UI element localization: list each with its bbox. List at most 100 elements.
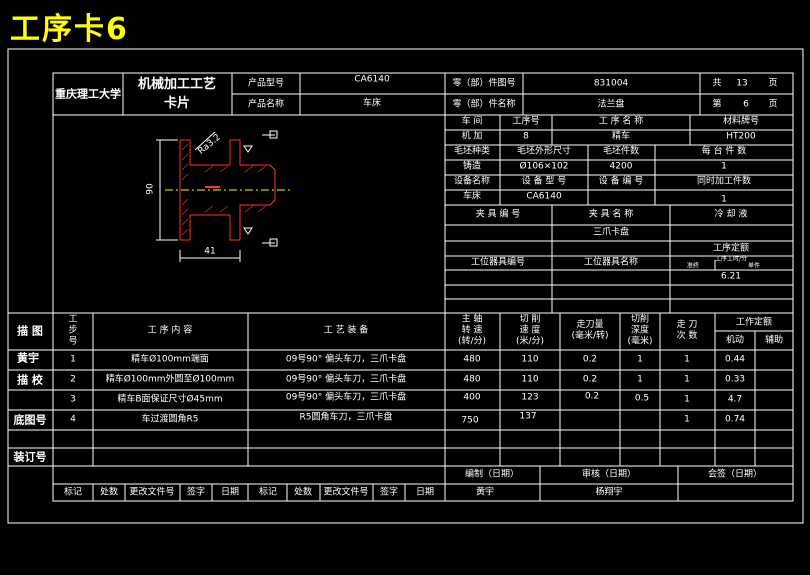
- equip-model-label: 设 备 型 号: [521, 176, 567, 187]
- fixture-name: 三爪卡盘: [592, 227, 630, 238]
- footer-col: 签字: [186, 487, 206, 498]
- fixture-name-label: 夹 具 名 称: [588, 209, 634, 220]
- row-speed: 400: [463, 392, 481, 403]
- part-name-label: 零（部）件名称: [452, 99, 516, 110]
- workshop-label: 车 间: [461, 116, 483, 127]
- flange-drawing: [156, 130, 290, 262]
- card-title: 工序卡6: [10, 12, 129, 47]
- proc-name-label: 工 序 名 称: [598, 116, 644, 127]
- equip-name: 车床: [462, 191, 482, 202]
- simul-count: 1: [721, 194, 727, 205]
- product-name-label: 产品名称: [247, 99, 285, 110]
- material-label: 材料牌号: [722, 116, 760, 127]
- row-speed: 480: [463, 354, 481, 365]
- blank-type: 铸造: [462, 161, 482, 172]
- row-feed: 0.2: [582, 354, 598, 365]
- page-label: 第: [712, 99, 722, 110]
- row-content: 精车B面保证尺寸Ø45mm: [117, 394, 223, 405]
- proc-name: 精车: [611, 131, 631, 142]
- compiler: 黄宇: [475, 487, 495, 498]
- row-machine: 4.7: [727, 394, 743, 405]
- row-equip: 09号90° 偏头车刀，三爪卡盘: [285, 354, 407, 365]
- proc-no: 8: [523, 131, 529, 142]
- row-depth: 1: [637, 374, 643, 385]
- row-feed: 0.2: [582, 374, 598, 385]
- row-cut: 110: [521, 374, 539, 385]
- per-piece-label: 每 台 件 数: [701, 146, 747, 157]
- blank-size: Ø106×102: [519, 161, 569, 172]
- row-machine: 0.74: [724, 414, 746, 425]
- row-step: 1: [70, 354, 76, 365]
- sign-label: 会签（日期）: [707, 469, 763, 480]
- total-unit: 页: [768, 78, 778, 89]
- blank-count: 4200: [609, 161, 633, 172]
- unit-time-label: 工序工时/分: [714, 255, 748, 263]
- header-passes: 走 刀 次 数: [676, 320, 698, 341]
- row-equip: R5圆角车刀，三爪卡盘: [299, 412, 393, 423]
- header-step: 工 步 号: [68, 314, 78, 347]
- side-check: 描 校: [17, 373, 43, 387]
- unit-label: 单件: [747, 262, 761, 270]
- product-name: 车床: [362, 98, 382, 109]
- dim-bottom: 41: [204, 246, 216, 257]
- header-speed: 主 轴 转 速 (转/分): [457, 314, 487, 347]
- row-step: 2: [70, 374, 76, 385]
- school-name: 重庆理工大学: [55, 87, 121, 101]
- row-passes: 1: [684, 374, 690, 385]
- header-equip: 工 艺 装 备: [323, 325, 369, 336]
- row-content: 车过渡圆角R5: [141, 414, 199, 425]
- blank-type-label: 毛坯种类: [453, 146, 491, 157]
- equip-model: CA6140: [526, 191, 562, 202]
- row-depth: 0.5: [634, 393, 650, 404]
- equip-no-label: 设 备 编 号: [598, 176, 644, 187]
- fixture-no-label: 夹 具 编 号: [475, 209, 521, 220]
- header-content: 工 序 内 容: [147, 325, 193, 336]
- side-base: 底图号: [13, 413, 47, 427]
- proc-no-label: 工序号: [512, 116, 540, 127]
- side-name: 黄宇: [17, 351, 39, 365]
- unit-time: 6.21: [720, 271, 742, 282]
- side-bind: 装订号: [13, 450, 47, 464]
- part-no: 831004: [593, 78, 629, 89]
- workshop: 机 加: [461, 131, 483, 142]
- row-content: 精车Ø100mm外圆至Ø100mm: [105, 374, 235, 385]
- blank-size-label: 毛坯外形尺寸: [516, 146, 572, 157]
- quota-label: 工序定额: [712, 243, 750, 254]
- row-speed: 480: [463, 374, 481, 385]
- review-label: 审核（日期）: [581, 469, 637, 480]
- row-cut: 137: [519, 411, 537, 422]
- footer-col: 标记: [63, 487, 83, 498]
- row-machine: 0.44: [724, 354, 746, 365]
- per-piece: 1: [721, 161, 727, 172]
- row-step: 4: [70, 414, 76, 425]
- side-draw: 描 图: [17, 324, 43, 338]
- page-number: 6: [743, 99, 749, 110]
- row-cut: 110: [521, 354, 539, 365]
- footer-col: 日期: [220, 487, 240, 498]
- row-passes: 1: [684, 354, 690, 365]
- header-feed: 走刀量 (毫米/转): [571, 320, 609, 341]
- row-machine: 0.33: [724, 374, 746, 385]
- tool-no-label: 工位器具编号: [470, 257, 526, 268]
- product-model-label: 产品型号: [247, 78, 285, 89]
- card-title-line1: 机械加工工艺: [137, 77, 217, 92]
- prep-label: 准终: [686, 262, 700, 270]
- header-cut-speed: 切 削 速 度 (米/分): [515, 314, 545, 347]
- tool-name-label: 工位器具名称: [583, 257, 639, 268]
- blank-count-label: 毛坯件数: [602, 146, 640, 157]
- footer-col: 处数: [99, 487, 119, 498]
- total-pages: 13: [736, 78, 748, 89]
- card-title-line2: 卡片: [163, 96, 191, 111]
- compile-label: 编制（日期）: [464, 469, 520, 480]
- row-step: 3: [70, 394, 76, 405]
- row-passes: 1: [684, 394, 690, 405]
- header-aux: 辅助: [764, 335, 784, 346]
- row-equip: 09号90° 偏头车刀，三爪卡盘: [285, 374, 407, 385]
- footer-col: 标记: [258, 487, 278, 498]
- row-cut: 123: [521, 392, 539, 403]
- footer-col: 处数: [293, 487, 313, 498]
- row-speed: 750: [461, 415, 479, 426]
- row-content: 精车Ø100mm端面: [131, 354, 209, 365]
- header-quota: 工作定额: [735, 317, 773, 328]
